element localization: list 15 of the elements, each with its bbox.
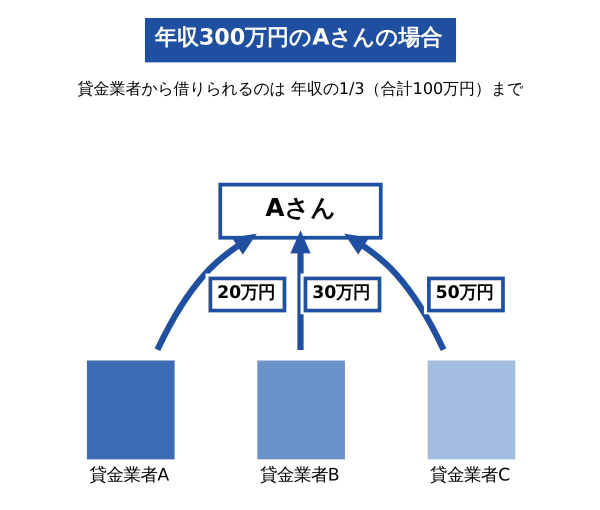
arrow — [154, 234, 256, 352]
edge-label: 30万円 — [312, 282, 370, 303]
node-label: 貸金業者B — [259, 466, 340, 486]
diagram-title: 年収300万円のAさんの場合 — [154, 24, 442, 50]
node-box — [256, 360, 344, 460]
node-box — [86, 360, 174, 460]
node-box: Aさん — [218, 182, 382, 240]
arrow — [290, 230, 310, 350]
arrow — [344, 234, 446, 352]
node-label: 貸金業者A — [88, 466, 169, 486]
edge-label: 50万円 — [435, 282, 494, 303]
node-box — [427, 360, 515, 460]
edge-label: 20万円 — [216, 282, 275, 303]
label: 貸金業者から借りられるのは 年収の1/3（合計100万円）まで — [77, 78, 523, 98]
node-label: 貸金業者C — [430, 466, 510, 486]
